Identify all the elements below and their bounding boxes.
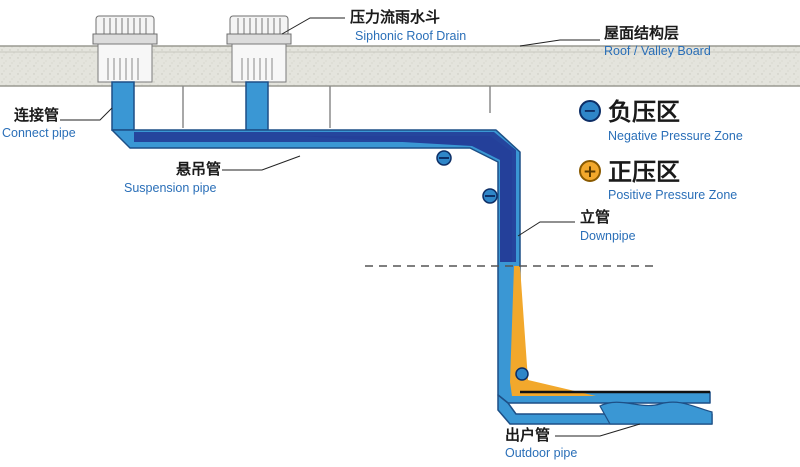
negative-pressure-zone [134, 132, 516, 262]
siphonic-drain-label-en: Siphonic Roof Drain [355, 29, 466, 43]
negative-zone-label-zh: 负压区 [608, 98, 680, 126]
negative-symbol: − [583, 101, 596, 120]
positive-marker [515, 367, 529, 381]
roof-drain-right [226, 15, 292, 83]
suspension-label-en: Suspension pipe [124, 181, 216, 195]
connect-label-en: Connect pipe [2, 126, 76, 140]
roof-label-zh: 屋面结构层 [604, 24, 679, 42]
negative-zone-label-en: Negative Pressure Zone [608, 129, 743, 143]
connect-label-zh: 连接管 [14, 106, 59, 124]
outdoor-label-zh: 出户管 [505, 426, 550, 444]
suspension-label-zh: 悬吊管 [176, 160, 221, 178]
pipe-hangers [182, 86, 491, 128]
legend-positive: + 正压区 Positive Pressure Zone [579, 158, 737, 202]
legend-negative: − 负压区 Negative Pressure Zone [579, 98, 743, 143]
outdoor-label-en: Outdoor pipe [505, 446, 577, 460]
roof-label-en: Roof / Valley Board [604, 44, 711, 58]
positive-zone-label-zh: 正压区 [608, 158, 680, 186]
water-outflow [599, 401, 713, 425]
negative-pressure-zone-wedge [300, 136, 512, 262]
leader-lines [60, 17, 641, 437]
positive-symbol: + [583, 162, 597, 182]
negative-legend-icon [579, 100, 601, 122]
negative-marker-2 [482, 188, 498, 204]
downpipe-label-en: Downpipe [580, 229, 636, 243]
positive-pressure-zone [510, 266, 596, 396]
connect-pipe-left [111, 81, 135, 131]
siphonic-drain-label-zh: 压力流雨水斗 [350, 8, 440, 26]
positive-zone-label-en: Positive Pressure Zone [608, 188, 737, 202]
roof-drain-left [92, 15, 158, 83]
connect-pipe-right [245, 81, 269, 131]
positive-legend-icon [579, 160, 601, 182]
negative-marker-1 [436, 150, 452, 166]
downpipe-label-zh: 立管 [580, 208, 610, 226]
